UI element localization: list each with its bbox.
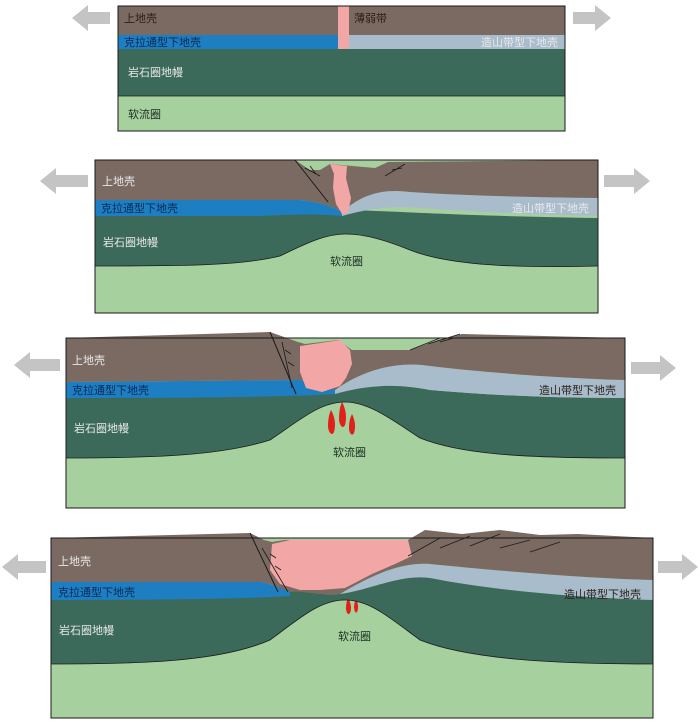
lithospheric-mantle-label: 岩石圈地幔 xyxy=(74,421,129,435)
extension-arrow-left xyxy=(14,352,60,378)
asthenosphere-label: 软流圈 xyxy=(338,629,371,643)
extension-arrow-left xyxy=(2,554,46,580)
moho-line xyxy=(94,233,599,268)
asthenosphere-label: 软流圈 xyxy=(330,254,363,268)
upper-crust-label: 上地壳 xyxy=(102,174,135,188)
panel-stage-3: 上地壳 克拉通型下地壳 造山带型下地壳 岩石圈地幔 软流圈 xyxy=(14,331,676,509)
upper-crust-label: 上地壳 xyxy=(124,11,157,25)
normal-fault xyxy=(261,547,289,593)
weak-zone xyxy=(338,6,349,49)
orogen-lower-crust-layer xyxy=(335,364,625,398)
craton-lower-crust-layer xyxy=(66,380,335,398)
panel-frame xyxy=(94,159,599,314)
orogen-lower-crust-label: 造山带型下地壳 xyxy=(539,383,616,397)
normal-fault xyxy=(384,163,406,177)
panel-stage-1: 上地壳 薄弱带 克拉通型下地壳 造山带型下地壳 岩石圈地幔 软流圈 xyxy=(72,5,611,132)
extension-arrow-right xyxy=(658,554,698,580)
upper-crust-label: 上地壳 xyxy=(72,353,105,367)
lithospheric-mantle-label: 岩石圈地幔 xyxy=(103,235,158,249)
extension-arrow-right xyxy=(573,5,611,31)
asthenosphere-label: 软流圈 xyxy=(333,445,366,459)
panel-stage-2: 上地壳 克拉通型下地壳 造山带型下地壳 岩石圈地幔 软流圈 xyxy=(40,159,650,314)
craton-lower-crust-label: 克拉通型下地壳 xyxy=(101,201,178,215)
normal-fault xyxy=(269,331,297,395)
panel-stage-4: 上地壳 克拉通型下地壳 造山带型下地壳 岩石圈地幔 软流圈 xyxy=(2,530,698,719)
orogen-lower-crust-label: 造山带型下地壳 xyxy=(564,587,641,601)
magma-droplet xyxy=(339,402,346,428)
weak-zone-label: 薄弱带 xyxy=(354,11,387,25)
asthenosphere-label: 软流圈 xyxy=(128,107,161,121)
normal-fault xyxy=(407,533,561,557)
craton-lower-crust-label: 克拉通型下地壳 xyxy=(124,35,201,49)
craton-lower-crust-layer xyxy=(118,35,344,49)
asthenosphere-layer xyxy=(118,96,565,131)
orogen-lower-crust-layer xyxy=(344,35,565,49)
normal-fault xyxy=(304,165,321,177)
normal-fault xyxy=(294,159,329,203)
orogen-lower-crust-layer xyxy=(342,190,598,216)
craton-lower-crust-layer xyxy=(95,200,342,216)
weak-zone xyxy=(270,540,412,590)
magma-droplet xyxy=(328,410,335,435)
panel-frame xyxy=(65,337,626,509)
lithospheric-mantle-layer xyxy=(118,49,565,96)
orogen-lower-crust-layer xyxy=(340,563,653,600)
extension-arrow-right xyxy=(631,355,676,381)
weak-zone xyxy=(330,164,351,214)
orogen-lower-crust-label: 造山带型下地壳 xyxy=(481,35,558,49)
moho-line xyxy=(50,599,654,665)
lithospheric-mantle-label: 岩石圈地幔 xyxy=(59,623,114,637)
orogen-lower-crust-label: 造山带型下地壳 xyxy=(512,201,589,215)
craton-lower-crust-label: 克拉通型下地壳 xyxy=(58,585,135,599)
extension-arrow-left xyxy=(72,5,110,31)
upper-crust-label: 上地壳 xyxy=(58,554,91,568)
normal-fault xyxy=(409,333,461,351)
craton-lower-crust-label: 克拉通型下地壳 xyxy=(72,383,149,397)
lithospheric-mantle-label: 岩石圈地幔 xyxy=(128,65,183,79)
normal-fault xyxy=(281,341,295,389)
magma-droplet xyxy=(349,414,356,435)
lithospheric-mantle-layer xyxy=(66,385,625,458)
normal-fault xyxy=(249,532,279,593)
panel-frame xyxy=(50,537,654,719)
extension-arrow-left xyxy=(40,168,88,194)
moho-line xyxy=(65,401,626,459)
extension-arrow-right xyxy=(604,168,650,194)
panel-frame xyxy=(117,5,566,132)
lithospheric-mantle-layer xyxy=(95,210,598,267)
magma-droplet xyxy=(346,598,352,615)
craton-lower-crust-layer xyxy=(51,582,290,600)
weak-zone xyxy=(300,340,352,392)
magma-droplet xyxy=(354,599,359,613)
